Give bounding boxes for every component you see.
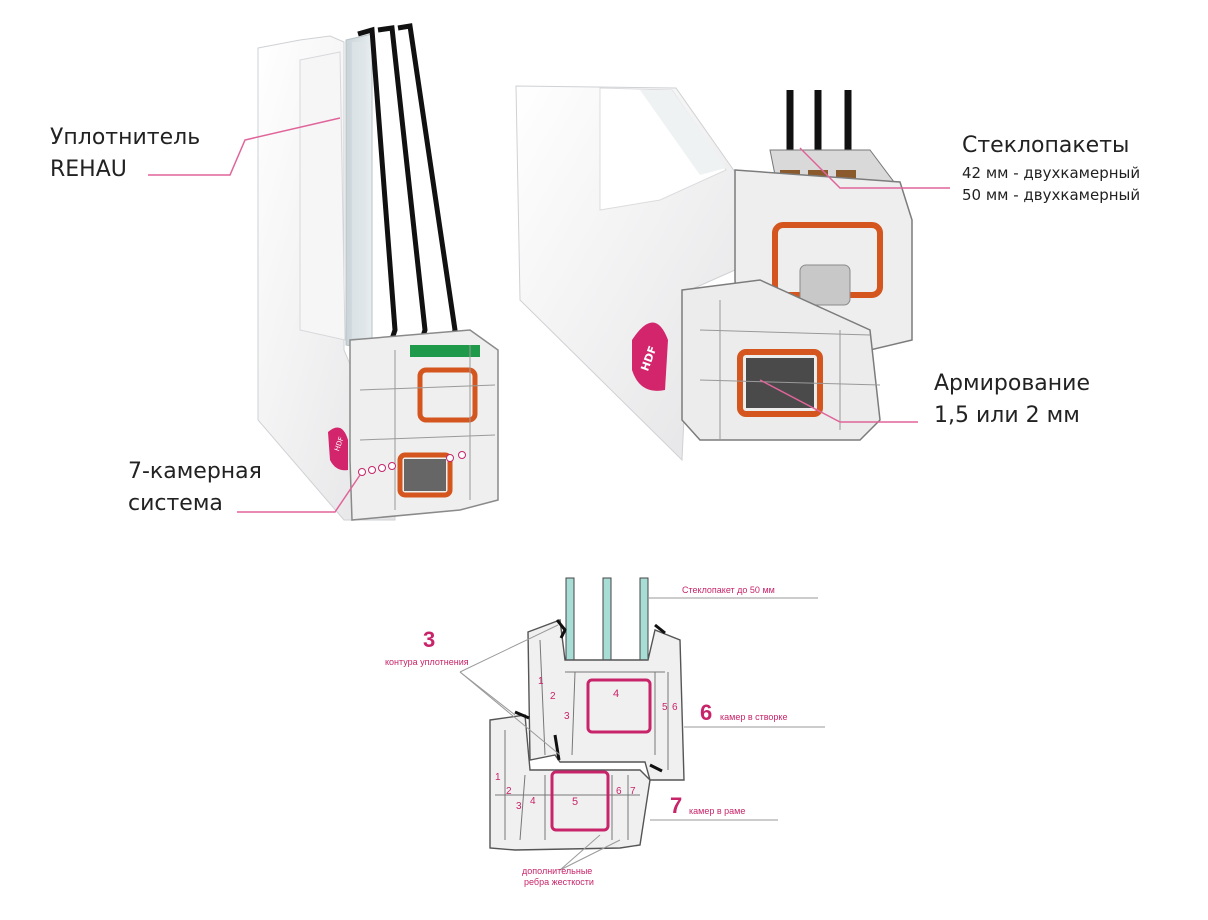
seal-callout: Уплотнитель REHAU	[50, 122, 200, 186]
frame-chamber-number: 3	[516, 801, 522, 812]
reinforcement-label-line1: Армирование	[934, 371, 1090, 396]
sash-chamber-number: 6	[672, 702, 678, 713]
hdf-logo-badge-right	[632, 322, 668, 391]
glass-callout: Стеклопакеты 42 мм - двухкамерный 50 мм …	[962, 130, 1140, 206]
chambers-label-line2: система	[128, 491, 223, 516]
callout-leaders	[148, 117, 950, 513]
sash-chamber-number: 4	[613, 688, 620, 700]
right-window-corner	[515, 85, 913, 462]
reinforcement-label-line2: 1,5 или 2 мм	[934, 403, 1080, 428]
frame-chambers-label: камер в раме	[689, 806, 746, 816]
frame-chamber-number: 2	[506, 786, 512, 797]
sash-chamber-number: 1	[538, 676, 544, 687]
frame-chamber-number: 1	[495, 772, 501, 783]
sash-chamber-number: 2	[550, 691, 556, 702]
ribs-label-line1: дополнительные	[522, 866, 593, 876]
sash-chamber-count: 6	[700, 700, 713, 725]
frame-chamber-number: 6	[616, 786, 622, 797]
sash-chambers-label: камер в створке	[720, 712, 788, 722]
seal-contours-label: контура уплотнения	[385, 657, 469, 667]
seal-count: 3	[423, 627, 436, 652]
diagram-glass-label: Стеклопакет до 50 мм	[682, 585, 775, 595]
glass-option-50: 50 мм - двухкамерный	[962, 186, 1141, 204]
glass-option-42: 42 мм - двухкамерный	[962, 164, 1141, 182]
seal-label-line1: Уплотнитель	[50, 125, 201, 150]
chambers-label-line1: 7-камерная	[128, 459, 262, 484]
seal-label-line2: REHAU	[50, 157, 127, 182]
glass-title: Стеклопакеты	[962, 133, 1130, 158]
chambers-callout: 7-камерная система	[128, 456, 262, 520]
frame-chamber-number: 4	[530, 796, 536, 807]
ribs-label-line2: ребра жесткости	[524, 877, 594, 887]
profile-cross-section-diagram	[459, 577, 825, 871]
frame-chamber-count: 7	[670, 793, 683, 818]
left-window-corner	[257, 23, 499, 521]
reinforcement-callout: Армирование 1,5 или 2 мм	[934, 368, 1090, 432]
sash-chamber-number: 5	[662, 702, 668, 713]
frame-chamber-number: 7	[630, 786, 636, 797]
sash-chamber-number: 3	[564, 711, 570, 722]
hdf-logo-badge-left	[328, 427, 348, 471]
frame-chamber-number: 5	[572, 796, 579, 808]
